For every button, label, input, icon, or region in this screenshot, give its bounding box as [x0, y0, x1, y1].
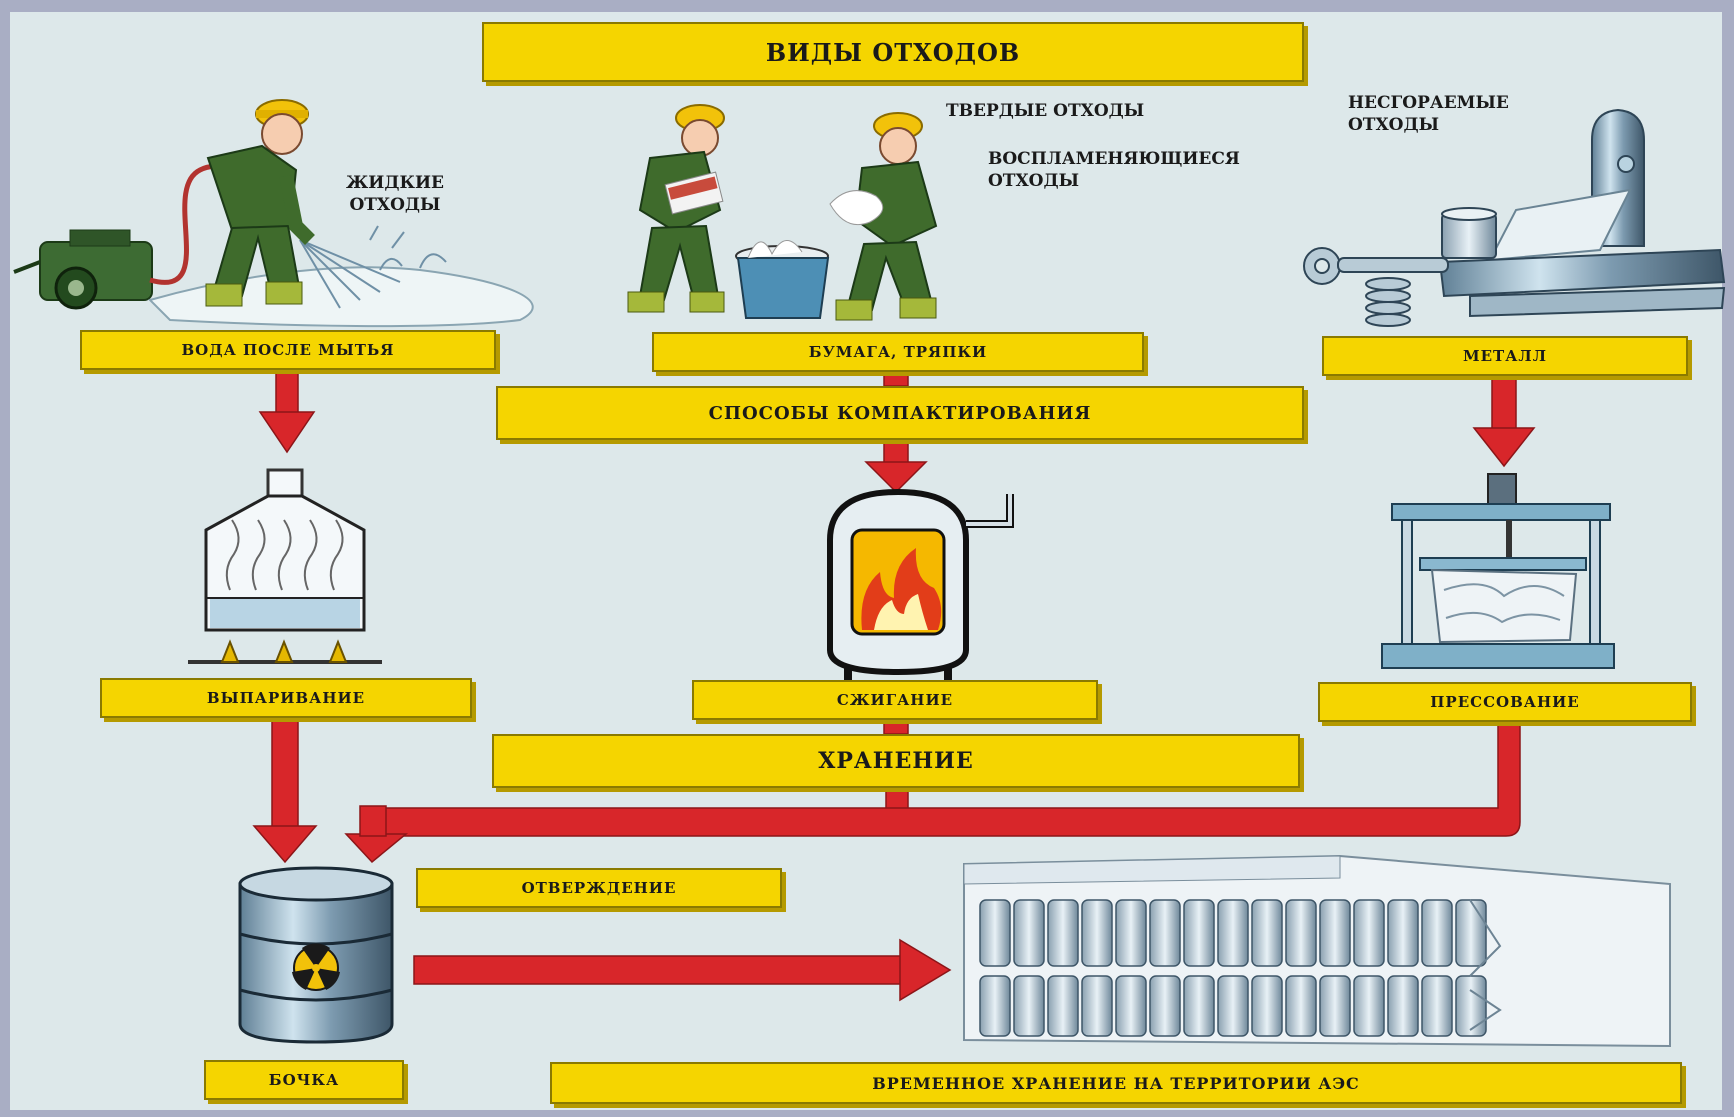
stored-drum: [1285, 899, 1317, 967]
arrow-storage-pressing-to-barrel: [344, 717, 1521, 864]
metal-scrap-illustration: [1303, 108, 1726, 327]
barrel-label: БОЧКА: [268, 1071, 340, 1089]
stored-drum: [1319, 899, 1351, 967]
nonflammable-waste-label: НЕСГОРАЕМЫЕ ОТХОДЫ: [1348, 93, 1509, 135]
paper-label-box: БУМАГА, ТРЯПКИ: [652, 332, 1144, 372]
stored-drum: [1455, 975, 1487, 1037]
steam-lines: [225, 519, 344, 591]
stored-drum: [1047, 899, 1079, 967]
page-title: ВИДЫ ОТХОДОВ: [765, 37, 1021, 67]
stored-drum: [1251, 899, 1283, 967]
stored-drum: [1387, 975, 1419, 1037]
metal-label: МЕТАЛЛ: [1463, 347, 1547, 365]
pressing-label: ПРЕССОВАНИЕ: [1430, 693, 1580, 711]
stored-drum: [1183, 975, 1215, 1037]
stored-drum: [1081, 899, 1113, 967]
stored-drum: [1455, 899, 1487, 967]
incinerator-illustration: [827, 488, 1014, 694]
stored-drum: [979, 975, 1011, 1037]
press-illustration: [1381, 473, 1615, 669]
stored-drum: [1115, 975, 1147, 1037]
water-label-box: ВОДА ПОСЛЕ МЫТЬЯ: [80, 330, 496, 370]
metal-label-box: МЕТАЛЛ: [1322, 336, 1688, 376]
worker-left: [627, 104, 725, 313]
worker-washing: [205, 99, 315, 307]
arrow-barrel-to-storage: [413, 938, 952, 1002]
stored-drum: [1319, 975, 1351, 1037]
stored-drum: [1421, 899, 1453, 967]
arrow-compaction-to-burning: [864, 437, 928, 494]
stored-drum: [979, 899, 1011, 967]
stored-drum: [1183, 899, 1215, 967]
temp-storage-box: ВРЕМЕННОЕ ХРАНЕНИЕ НА ТЕРРИТОРИИ АЭС: [550, 1062, 1682, 1104]
stored-drum: [1353, 975, 1385, 1037]
stored-drum: [1149, 899, 1181, 967]
pressing-box: ПРЕССОВАНИЕ: [1318, 682, 1692, 722]
stored-drum: [1115, 899, 1147, 967]
water-spray: [299, 225, 447, 309]
waste-bucket: [735, 240, 830, 319]
evaporator-illustration: [188, 468, 382, 664]
burning-box: СЖИГАНИЕ: [692, 680, 1098, 720]
arrow-metal-to-pressing: [1472, 373, 1536, 468]
barrel-label-box: БОЧКА: [204, 1060, 404, 1100]
paper-label: БУМАГА, ТРЯПКИ: [808, 343, 988, 361]
burners: [220, 639, 348, 663]
title-box: ВИДЫ ОТХОДОВ: [482, 22, 1304, 82]
stored-drum: [1081, 975, 1113, 1037]
solid-waste-label: ТВЕРДЫЕ ОТХОДЫ: [946, 101, 1145, 121]
flow-arrows: [252, 367, 1536, 1002]
worker-right: [829, 112, 938, 321]
burning-label: СЖИГАНИЕ: [836, 691, 954, 709]
liquid-waste-label: ЖИДКИЕ ОТХОДЫ: [346, 173, 444, 215]
flammable-waste-illustration: [627, 104, 938, 321]
solidification-label: ОТВЕРЖДЕНИЕ: [521, 879, 677, 897]
compaction-label: СПОСОБЫ КОМПАКТИРОВАНИЯ: [708, 402, 1092, 424]
stored-drum: [1013, 975, 1045, 1037]
water-label: ВОДА ПОСЛЕ МЫТЬЯ: [181, 341, 395, 359]
pump-machine: [13, 229, 153, 310]
flammable-waste-label: ВОСПЛАМЕНЯЮЩИЕСЯ ОТХОДЫ: [988, 149, 1240, 191]
stored-drum: [1421, 975, 1453, 1037]
arrow-water-to-evaporation: [258, 367, 316, 454]
stored-drum: [1285, 975, 1317, 1037]
stored-drum: [1217, 975, 1249, 1037]
wrench: [1303, 247, 1449, 285]
evaporation-box: ВЫПАРИВАНИЕ: [100, 678, 472, 718]
connector-paper-compaction: [883, 371, 909, 387]
liquid-waste-illustration: [13, 99, 534, 328]
stored-drum: [1251, 975, 1283, 1037]
stored-drum: [1217, 899, 1249, 967]
stored-drum: [1013, 899, 1045, 967]
stored-drum: [1353, 899, 1385, 967]
stored-drum: [1149, 975, 1181, 1037]
compaction-box: СПОСОБЫ КОМПАКТИРОВАНИЯ: [496, 386, 1304, 440]
barrel-illustration: [238, 866, 394, 1044]
temp-storage-label: ВРЕМЕННОЕ ХРАНЕНИЕ НА ТЕРРИТОРИИ АЭС: [872, 1073, 1360, 1093]
solidification-box: ОТВЕРЖДЕНИЕ: [416, 868, 782, 908]
storage-box: ХРАНЕНИЕ: [492, 734, 1300, 788]
storage-label: ХРАНЕНИЕ: [818, 748, 974, 774]
storage-building-illustration: [963, 854, 1671, 1048]
stored-drum: [1047, 975, 1079, 1037]
arrow-evaporation-to-barrel: [252, 715, 318, 864]
stored-drums: [979, 899, 1487, 1037]
spring-coil: [1365, 277, 1411, 327]
stored-drum: [1387, 899, 1419, 967]
evaporation-label: ВЫПАРИВАНИЕ: [206, 689, 366, 707]
